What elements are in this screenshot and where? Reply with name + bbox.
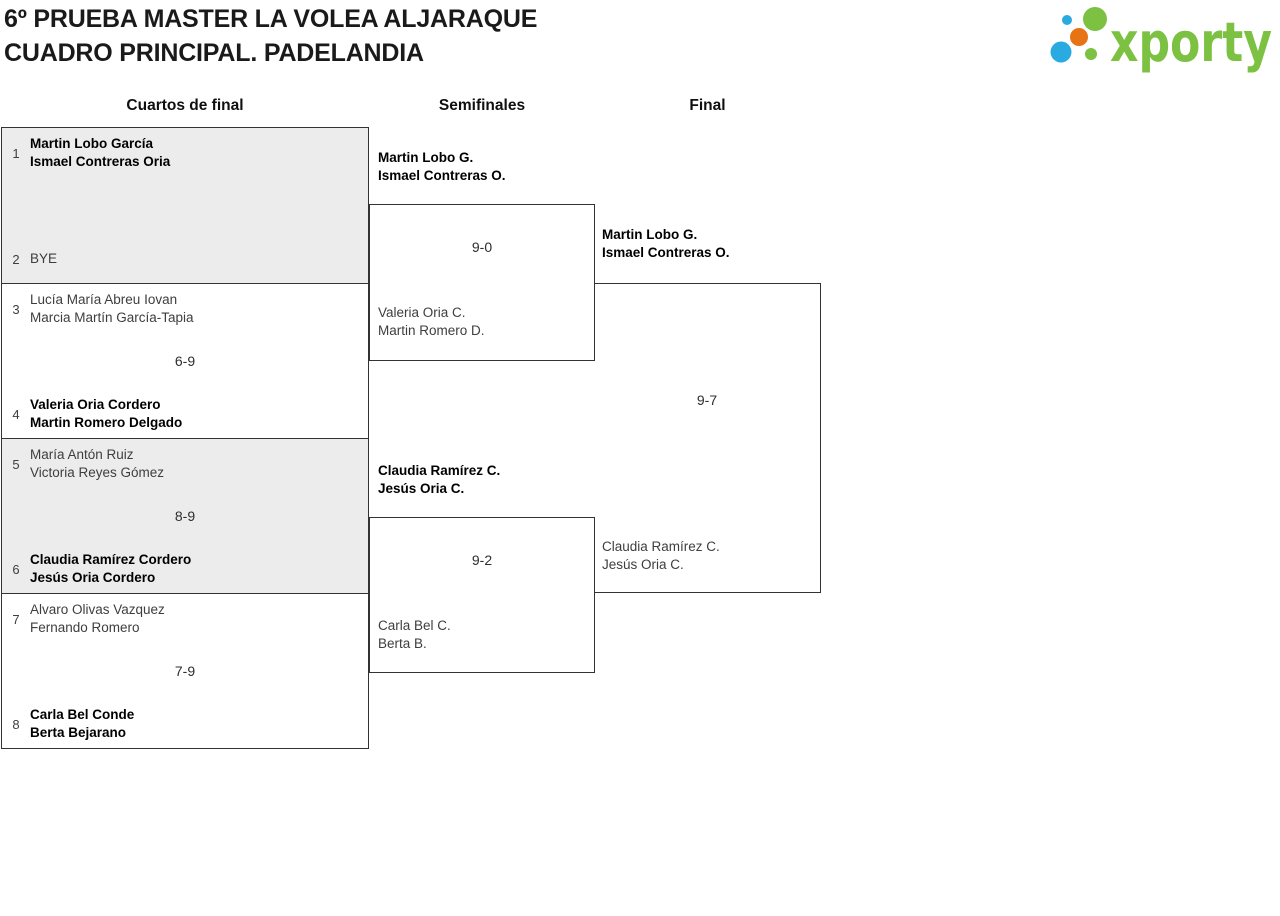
player-name: Ismael Contreras O.: [602, 245, 730, 260]
player-name: Jesús Oria Cordero: [30, 570, 156, 585]
logo-dot-blue-small: [1062, 15, 1072, 25]
player-name: Martin Lobo García: [30, 136, 154, 151]
match-quarterfinal-4: 7 Alvaro Olivas Vazquez Fernando Romero …: [1, 593, 369, 749]
player-name: Jesús Oria C.: [602, 557, 684, 572]
round-header-semifinals: Semifinales: [438, 97, 526, 114]
match-quarterfinal-3: 5 María Antón Ruiz Victoria Reyes Gómez …: [1, 438, 369, 594]
match-score: 7-9: [174, 663, 196, 679]
seed-number: 3: [12, 301, 20, 317]
team-names: Alvaro Olivas Vazquez Fernando Romero: [30, 601, 360, 637]
seed-number: 1: [12, 145, 20, 161]
player-name: Claudia Ramírez Cordero: [30, 552, 192, 567]
match-score: 9-2: [471, 552, 493, 568]
page-title: 6º PRUEBA MASTER LA VOLEA ALJARAQUE CUAD…: [4, 2, 537, 70]
logo-dot-green-big: [1083, 7, 1107, 31]
tournament-subtitle: CUADRO PRINCIPAL. PADELANDIA: [4, 39, 424, 67]
seed-number: 4: [12, 406, 20, 422]
player-name: Carla Bel Conde: [30, 707, 135, 722]
player-name: Martin Romero D.: [378, 323, 485, 338]
sf2-team1: Claudia Ramírez C. Jesús Oria C.: [378, 462, 500, 498]
player-name: Lucía María Abreu Iovan: [30, 292, 178, 307]
player-name: María Antón Ruiz: [30, 447, 134, 462]
match-semifinal-2: Claudia Ramírez C. Jesús Oria C. 9-2 Car…: [369, 463, 595, 673]
tournament-title: 6º PRUEBA MASTER LA VOLEA ALJARAQUE: [4, 5, 538, 33]
qf3-team2: 6 Claudia Ramírez Cordero Jesús Oria Cor…: [9, 551, 360, 587]
player-name: Valeria Oria C.: [378, 305, 466, 320]
seed-number: 5: [12, 456, 20, 472]
round-header-quarterfinals: Cuartos de final: [126, 97, 244, 114]
team-names: Carla Bel Conde Berta Bejarano: [30, 706, 360, 742]
round-header-final: Final: [689, 97, 726, 114]
qf3-team1: 5 María Antón Ruiz Victoria Reyes Gómez: [9, 446, 360, 482]
sf2-team2: Carla Bel C. Berta B.: [378, 617, 451, 653]
player-name: BYE: [30, 251, 58, 266]
player-name: Claudia Ramírez C.: [602, 539, 720, 554]
player-name: Ismael Contreras Oria: [30, 154, 171, 169]
match-score: 6-9: [174, 353, 196, 369]
match-final: Martin Lobo G. Ismael Contreras O. 9-7 C…: [594, 227, 821, 593]
final-team2: Claudia Ramírez C. Jesús Oria C.: [602, 538, 720, 574]
player-name: Berta B.: [378, 636, 427, 651]
team-names: Claudia Ramírez Cordero Jesús Oria Corde…: [30, 551, 360, 587]
match-score: 9-7: [696, 392, 718, 408]
player-name: Alvaro Olivas Vazquez: [30, 602, 165, 617]
xporty-logo[interactable]: xporty: [1046, 0, 1280, 80]
player-name: Ismael Contreras O.: [378, 168, 506, 183]
team-names: Lucía María Abreu Iovan Marcia Martín Ga…: [30, 291, 360, 327]
seed-number: 8: [12, 716, 20, 732]
logo-dot-orange: [1070, 28, 1088, 46]
player-name: Marcia Martín García-Tapia: [30, 310, 194, 325]
player-name: Martin Lobo G.: [602, 227, 698, 242]
player-name: Martin Romero Delgado: [30, 415, 183, 430]
team-names: Valeria Oria Cordero Martin Romero Delga…: [30, 396, 360, 432]
player-name: Valeria Oria Cordero: [30, 397, 161, 412]
qf2-team2: 4 Valeria Oria Cordero Martin Romero Del…: [9, 396, 360, 432]
sf1-team2: Valeria Oria C. Martin Romero D.: [378, 304, 485, 340]
match-semifinal-1: Martin Lobo G. Ismael Contreras O. 9-0 V…: [369, 150, 595, 361]
player-name: Carla Bel C.: [378, 618, 451, 633]
qf2-team1: 3 Lucía María Abreu Iovan Marcia Martín …: [9, 291, 360, 327]
seed-number: 7: [12, 611, 20, 627]
qf1-team1: 1 Martin Lobo García Ismael Contreras Or…: [9, 135, 360, 171]
team-names: BYE: [30, 250, 360, 268]
player-name: Martin Lobo G.: [378, 150, 474, 165]
seed-number: 2: [12, 251, 20, 267]
player-name: Jesús Oria C.: [378, 481, 465, 496]
team-names: Martin Lobo García Ismael Contreras Oria: [30, 135, 360, 171]
match-score: 9-0: [471, 239, 493, 255]
player-name: Claudia Ramírez C.: [378, 463, 501, 478]
match-score: 8-9: [174, 508, 196, 524]
logo-wordmark: xporty: [1110, 11, 1272, 74]
match-quarterfinal-1: 1 Martin Lobo García Ismael Contreras Or…: [1, 127, 369, 284]
seed-number: 6: [12, 561, 20, 577]
sf1-team1: Martin Lobo G. Ismael Contreras O.: [378, 149, 506, 185]
qf1-team2: 2 BYE: [9, 241, 360, 277]
player-name: Fernando Romero: [30, 620, 140, 635]
logo-dot-green-small: [1085, 48, 1097, 60]
player-name: Victoria Reyes Gómez: [30, 465, 165, 480]
logo-dot-blue-big: [1050, 41, 1072, 63]
player-name: Berta Bejarano: [30, 725, 127, 740]
team-names: María Antón Ruiz Victoria Reyes Gómez: [30, 446, 360, 482]
qf4-team2: 8 Carla Bel Conde Berta Bejarano: [9, 706, 360, 742]
qf4-team1: 7 Alvaro Olivas Vazquez Fernando Romero: [9, 601, 360, 637]
final-team1: Martin Lobo G. Ismael Contreras O.: [602, 226, 730, 262]
match-quarterfinal-2: 3 Lucía María Abreu Iovan Marcia Martín …: [1, 283, 369, 439]
